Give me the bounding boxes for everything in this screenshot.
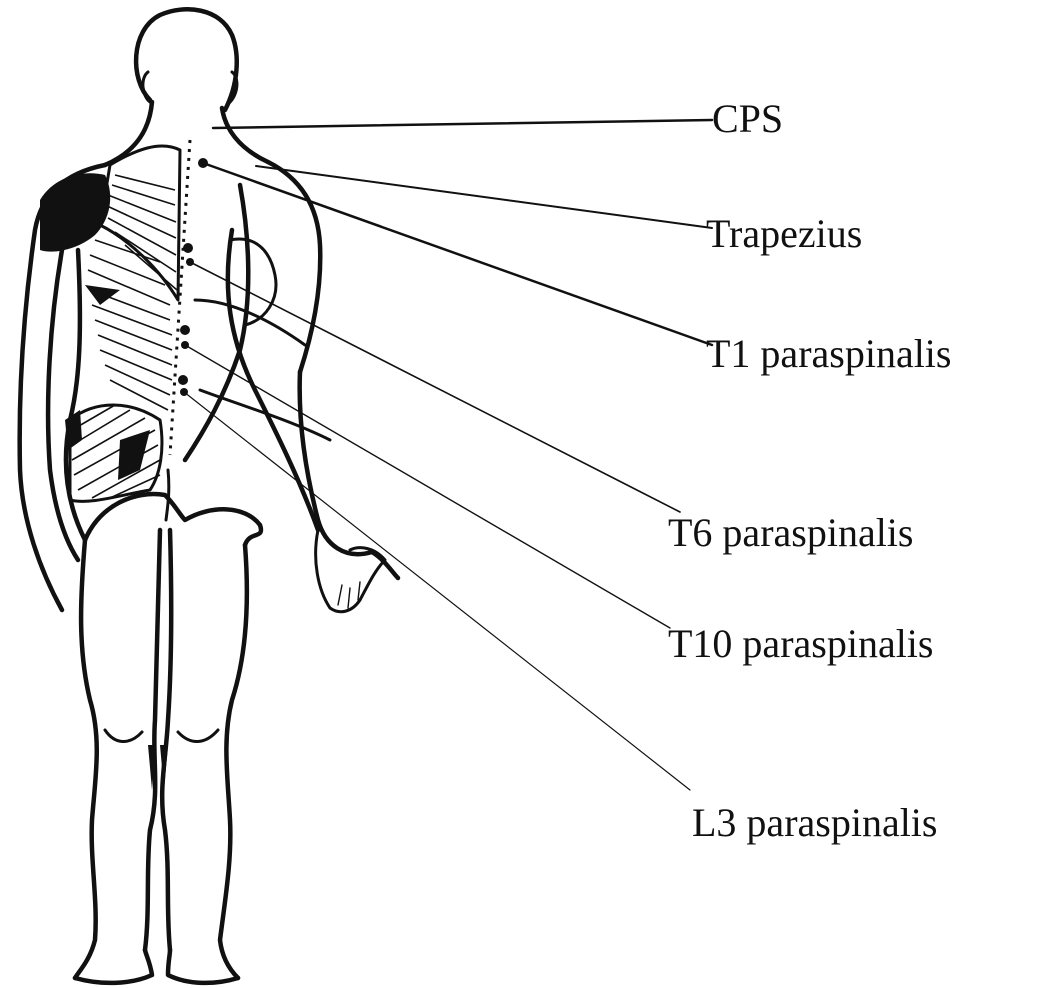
leader-cps (213, 120, 712, 128)
neck-right (222, 108, 268, 162)
point-l3a (178, 375, 188, 385)
left-deltoid (40, 173, 110, 251)
scapula-right (230, 239, 276, 325)
right-shoulder (268, 162, 320, 372)
gluteal-mark (118, 430, 150, 480)
label-l3-paraspinalis: L3 paraspinalis (692, 800, 938, 845)
label-t10-paraspinalis: T10 paraspinalis (668, 621, 934, 666)
leader-trapezius (256, 166, 712, 228)
body-figure (20, 9, 398, 983)
gluteal-hatch (72, 405, 160, 498)
right-knee-crease (178, 730, 218, 742)
leader-lines (184, 120, 712, 790)
buttocks (85, 494, 261, 545)
left-knee-crease (105, 730, 142, 742)
leader-t10 (185, 345, 670, 628)
left-leg-inner (145, 530, 160, 950)
label-cps: CPS (712, 96, 783, 141)
label-t6-paraspinalis: T6 paraspinalis (668, 510, 914, 555)
midback-mark (85, 285, 120, 305)
left-flank-mark (65, 410, 82, 450)
right-arm-inner (228, 230, 318, 530)
left-foot (75, 950, 152, 983)
label-trapezius: Trapezius (706, 211, 862, 256)
right-leg-outer (220, 545, 247, 978)
muscle-shading (40, 146, 180, 501)
labels: CPS Trapezius T1 paraspinalis T6 paraspi… (668, 96, 952, 845)
midback-hatch (90, 290, 172, 410)
trapezius-outline (100, 146, 180, 300)
point-trap (183, 243, 193, 253)
leader-t6 (190, 262, 680, 512)
point-t10a (180, 325, 190, 335)
left-leg-outer (75, 540, 97, 978)
head-outline (136, 9, 237, 110)
back-outline-right (185, 185, 248, 460)
leader-l3 (184, 392, 690, 790)
label-t1-paraspinalis: T1 paraspinalis (706, 331, 952, 376)
right-leg-inner (162, 530, 171, 950)
leader-t1 (203, 163, 712, 345)
